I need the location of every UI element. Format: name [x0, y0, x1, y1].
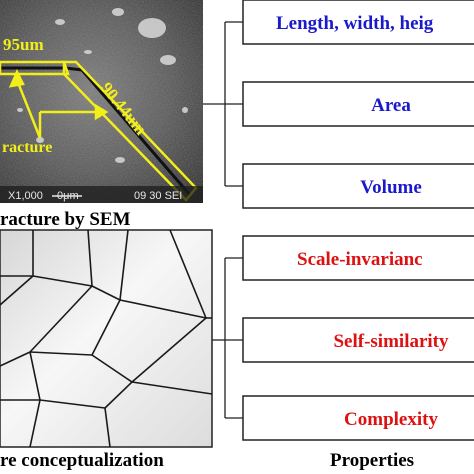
properties-caption: Properties [330, 450, 415, 471]
property-box-length [242, 0, 474, 45]
sem-caption: racture by SEM [0, 209, 131, 230]
scale-label: 0μm [57, 190, 79, 202]
sem-particles [17, 8, 188, 163]
property-label-volume: Volume [360, 177, 422, 198]
property-box-complexity [242, 395, 474, 441]
geometric-properties: Length, width, heig Area Volume [242, 0, 474, 209]
property-box-self-similarity [242, 317, 474, 363]
property-label-length: Length, width, heig [276, 13, 434, 34]
length-label-horizontal: 95um [3, 35, 44, 54]
fracture-outline-1 [0, 60, 70, 76]
fracture-crack [0, 66, 192, 196]
fractal-properties: Scale-invarianc Self-similarity Complexi… [242, 235, 474, 441]
property-label-complexity: Complexity [344, 409, 438, 430]
conceptual-grid-panel [0, 229, 213, 448]
fracture-network [0, 229, 213, 448]
sem-info-label: 09 30 SEI [134, 190, 182, 202]
conceptualization-caption: re conceptualization [0, 450, 164, 471]
connectors [203, 21, 243, 419]
property-label-area: Area [371, 95, 411, 116]
fracture-label: racture [2, 139, 52, 156]
property-box-scale-invariance [242, 235, 474, 281]
property-box-volume [242, 163, 474, 209]
sem-scale-bar: X1,000 0μm 09 30 SEI [0, 186, 203, 203]
fracture-arrows [8, 69, 109, 139]
sem-image-panel: 95um 90.44um racture X1,000 0μm 09 30 SE… [0, 0, 203, 203]
property-box-area [242, 81, 474, 127]
property-label-self-similarity: Self-similarity [333, 331, 449, 352]
magnification-label: X1,000 [8, 190, 43, 202]
property-label-scale-invariance: Scale-invarianc [297, 249, 423, 270]
